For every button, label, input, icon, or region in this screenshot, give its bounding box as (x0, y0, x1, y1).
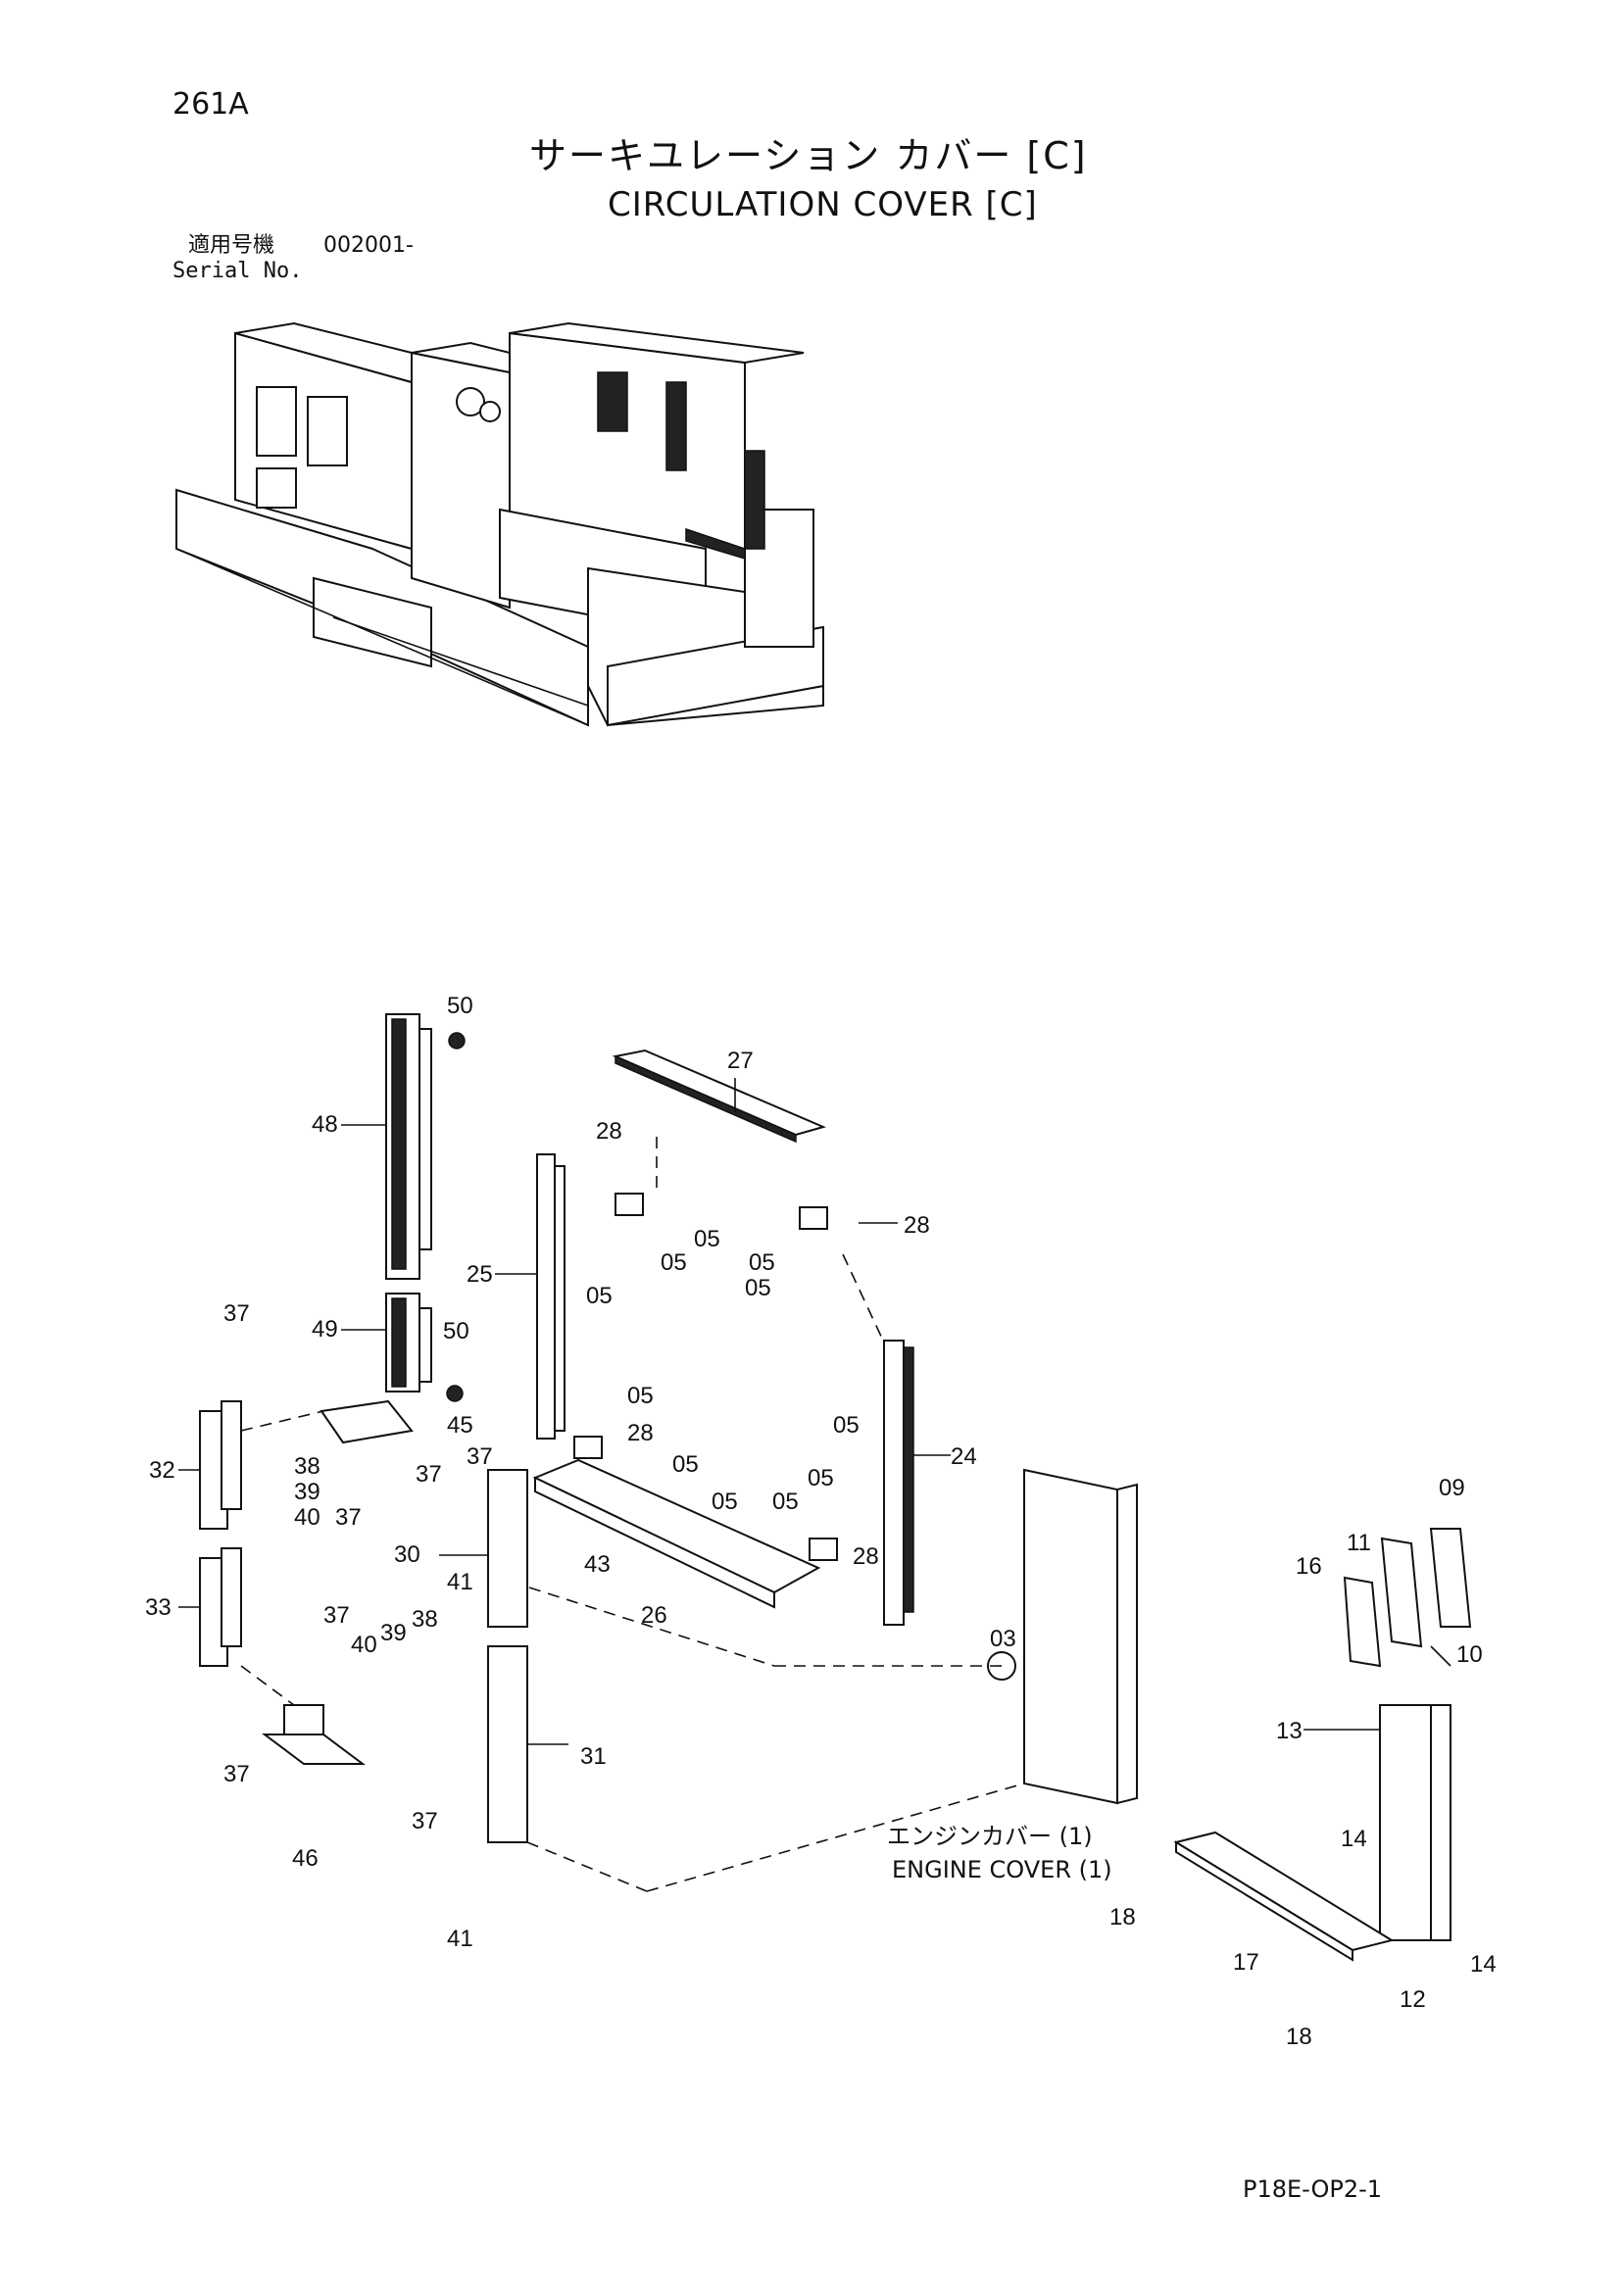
engine-cover-label-english: ENGINE COVER (1) (892, 1856, 1112, 1883)
part-label: 17 (1233, 1949, 1259, 1976)
page-title-english: CIRCULATION COVER [C] (608, 185, 1038, 224)
part-label: 50 (447, 993, 473, 1019)
part-label: 41 (447, 1926, 473, 1952)
part-label: 41 (447, 1569, 473, 1595)
part-label: 28 (904, 1212, 930, 1239)
part-label: 05 (808, 1465, 834, 1491)
part-label: 39 (294, 1479, 320, 1505)
part-label: 26 (641, 1602, 667, 1629)
part-label: 28 (596, 1118, 622, 1145)
part-label: 38 (412, 1606, 438, 1633)
part-label: 05 (672, 1451, 699, 1478)
part-label: 05 (712, 1489, 738, 1515)
part-label: 16 (1296, 1553, 1322, 1580)
part-label: 38 (294, 1453, 320, 1480)
exploded-parts (199, 1013, 1472, 1962)
part-label: 12 (1400, 1986, 1426, 2013)
part-label: 05 (627, 1383, 654, 1409)
part-label: 14 (1470, 1951, 1497, 1978)
part-label: 46 (292, 1845, 319, 1872)
serial-number-value: 002001- (323, 233, 414, 258)
part-label: 37 (323, 1602, 350, 1629)
part-label: 40 (294, 1504, 320, 1531)
part-label: 13 (1276, 1718, 1303, 1744)
part-label: 43 (584, 1551, 611, 1578)
part-label: 05 (833, 1412, 860, 1439)
part-label: 11 (1347, 1530, 1371, 1556)
part-label: 28 (853, 1543, 879, 1570)
part-label: 05 (772, 1489, 799, 1515)
part-label: 37 (412, 1808, 438, 1834)
part-label: 37 (223, 1300, 250, 1327)
part-label: 37 (416, 1461, 442, 1488)
part-label: 49 (312, 1316, 338, 1343)
part-label: 50 (443, 1318, 469, 1344)
part-label: 05 (745, 1275, 771, 1301)
part-label: 32 (149, 1457, 175, 1484)
part-label: 31 (580, 1743, 607, 1770)
part-label: 05 (694, 1226, 720, 1252)
part-label: 37 (467, 1443, 493, 1470)
part-label: 14 (1341, 1826, 1367, 1852)
engine-cover-label-japanese: エンジンカバー (1) (887, 1823, 1093, 1850)
part-label: 24 (951, 1443, 977, 1470)
part-label: 37 (335, 1504, 362, 1531)
part-label: 05 (749, 1249, 775, 1276)
part-label: 25 (467, 1261, 493, 1288)
part-label: 45 (447, 1412, 473, 1439)
part-label: 40 (351, 1632, 377, 1658)
part-label: 05 (586, 1283, 613, 1309)
drawing-code: P18E-OP2-1 (1243, 2175, 1383, 2203)
page-number: 261A (172, 87, 249, 122)
part-label: 37 (223, 1761, 250, 1787)
part-label: 18 (1109, 1904, 1136, 1930)
part-label: 10 (1456, 1641, 1483, 1668)
part-number-labels: 50 27 48 28 05 05 05 05 28 05 25 37 49 5… (145, 993, 1497, 2050)
serial-label-japanese: 適用号機 (188, 233, 275, 258)
part-label: 28 (627, 1420, 654, 1446)
part-label: 18 (1286, 2024, 1312, 2050)
part-label: 48 (312, 1111, 338, 1138)
part-label: 30 (394, 1541, 420, 1568)
leader-lines (178, 1078, 1451, 1745)
serial-label-english: Serial No. (172, 259, 303, 283)
part-label: 09 (1439, 1475, 1465, 1501)
part-label: 27 (727, 1048, 754, 1074)
page-title-japanese: サーキユレーション カバー [C] (529, 134, 1088, 177)
part-label: 05 (661, 1249, 687, 1276)
machine-overview-illustration (175, 321, 824, 727)
part-label: 03 (990, 1626, 1016, 1652)
part-label: 33 (145, 1594, 172, 1621)
part-label: 39 (380, 1620, 407, 1646)
